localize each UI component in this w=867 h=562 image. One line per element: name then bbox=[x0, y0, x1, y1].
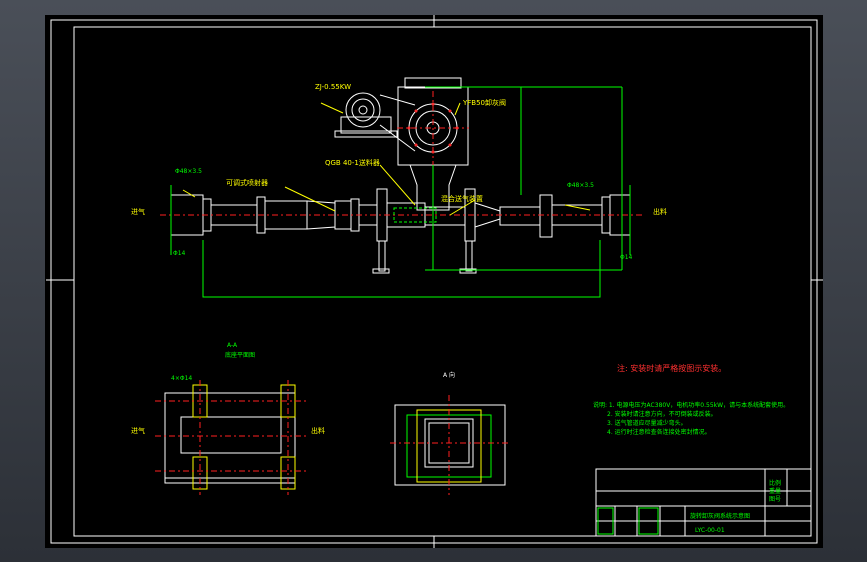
nozzle-hidden bbox=[393, 207, 437, 223]
label-tag-left-bottom: Φ14 bbox=[173, 250, 186, 257]
section-a-tag: 4×Φ14 bbox=[171, 375, 192, 382]
label-air-inlet: 进气 bbox=[131, 207, 145, 216]
pipeline-supports bbox=[372, 240, 477, 274]
view-a-flange bbox=[390, 395, 510, 495]
title-drawing-no: LYC-00-01 bbox=[695, 527, 725, 534]
title-block bbox=[595, 468, 812, 537]
label-outlet: 出料 bbox=[653, 207, 667, 216]
drawing-canvas: ZJ-0.55KW YFB50卸灰阀 可调式喷射器 QGB 40-1送料器 混合… bbox=[46, 15, 823, 548]
label-distributor-b: QGB 40-1送料器 bbox=[325, 158, 380, 167]
section-a-title: A-A bbox=[227, 342, 238, 349]
section-b-title: A 向 bbox=[443, 371, 455, 379]
label-distributor-a: 可调式喷射器 bbox=[226, 178, 268, 187]
callout-leaders bbox=[182, 102, 591, 216]
motor-shaft bbox=[358, 105, 368, 115]
note-line-1: 说明: 1. 电源电压为AC380V，电机功率0.55kW，请与本系统配套使用。 bbox=[593, 401, 789, 409]
title-col-scale: 比例 bbox=[769, 479, 781, 487]
label-rotary-feeder: YFB50卸灰阀 bbox=[462, 98, 506, 107]
label-gear-motor: ZJ-0.55KW bbox=[315, 83, 351, 91]
title-col-weight: 重量 bbox=[769, 487, 781, 495]
drive-chain-bottom bbox=[379, 124, 416, 152]
label-mixing-chamber: 混合送气装置 bbox=[441, 194, 483, 203]
dimension-lines bbox=[170, 86, 631, 298]
motor-pulley-inner bbox=[351, 98, 375, 122]
motor-housing bbox=[340, 116, 392, 134]
label-tag-right-top: Φ48×3.5 bbox=[567, 182, 594, 189]
title-drawing-name: 旋转卸灰阀系统示意图 bbox=[690, 512, 750, 520]
valve-inlet-flange bbox=[404, 77, 462, 89]
outer-frame bbox=[50, 19, 818, 544]
note-line-3: 3. 送气管道应尽量减少弯头。 bbox=[607, 419, 687, 427]
motor-pulley-outer bbox=[345, 92, 381, 128]
drawing-sheet[interactable]: ZJ-0.55KW YFB50卸灰阀 可调式喷射器 QGB 40-1送料器 混合… bbox=[45, 15, 823, 548]
inner-frame bbox=[73, 26, 812, 537]
motor-base bbox=[334, 130, 398, 138]
label-tag-right-bottom: Φ14 bbox=[620, 254, 633, 261]
base-plate-plan bbox=[155, 380, 307, 495]
section-a-right-label: 出料 bbox=[311, 426, 325, 435]
note-line-4: 4. 运行时注意检查各连接处密封情况。 bbox=[607, 428, 711, 436]
section-a-left-label: 进气 bbox=[131, 426, 145, 435]
notes-list: 说明: 1. 电源电压为AC380V，电机功率0.55kW，请与本系统配套使用。… bbox=[593, 401, 789, 436]
notes-title: 注: 安装时请严格按图示安装。 bbox=[617, 363, 726, 373]
drive-chain-top bbox=[379, 94, 416, 106]
section-a-subtitle: 底座平面图 bbox=[225, 351, 255, 359]
title-col-number: 图号 bbox=[769, 496, 781, 503]
note-line-2: 2. 安装时请注意方向，不可倒装或反装。 bbox=[607, 410, 717, 418]
label-tag-left-top: Φ48×3.5 bbox=[175, 168, 202, 175]
